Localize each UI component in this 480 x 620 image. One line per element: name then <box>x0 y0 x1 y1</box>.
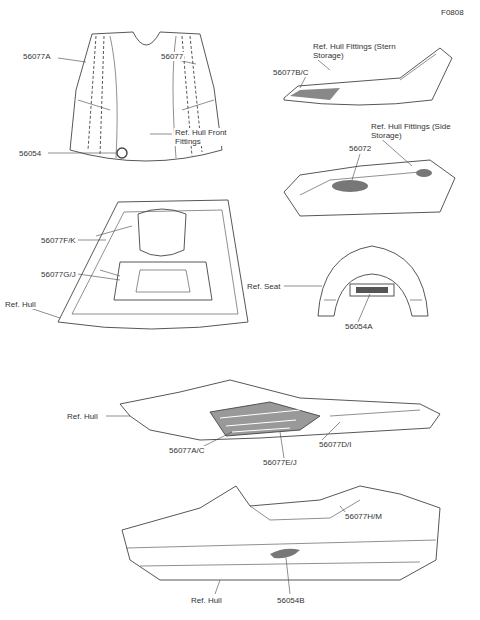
watercraft-side-view <box>122 486 440 580</box>
callout-number: 56077B/C <box>272 68 310 77</box>
seat-underside <box>318 246 428 316</box>
callout-number: 56054A <box>344 322 374 331</box>
hull-side-panel <box>120 380 440 440</box>
callout-number: 56072 <box>348 144 372 153</box>
callout-number: 56077F/K <box>40 236 77 245</box>
leader-lines <box>30 58 412 594</box>
callout-number: 56077E/J <box>262 458 298 467</box>
callout-number: 56054 <box>18 149 42 158</box>
reference-note: Ref. Hull <box>66 412 99 421</box>
figure-code: F0808 <box>440 8 465 17</box>
reference-note: Ref. Seat <box>246 282 281 291</box>
deck-top-view <box>58 200 248 329</box>
callout-number: 56077A/C <box>168 446 206 455</box>
reference-note: Ref. Hull Fittings (Side Storage) <box>370 122 464 140</box>
side-storage-cover <box>284 160 455 216</box>
callout-number: 56077A <box>22 52 52 61</box>
reference-note: Ref. Hull Front Fittings <box>174 128 238 146</box>
callout-number: 56077 <box>160 52 184 61</box>
callout-number: 56054B <box>276 596 306 605</box>
reference-note: Ref. Hull <box>4 300 37 309</box>
reference-note: Ref. Hull Fittings (Stern Storage) <box>312 42 406 60</box>
callout-number: 56077G/J <box>40 270 77 279</box>
reference-note: Ref. Hull <box>190 596 223 605</box>
callout-number: 56077D/I <box>318 440 352 449</box>
callout-number: 56077H/M <box>344 512 383 521</box>
